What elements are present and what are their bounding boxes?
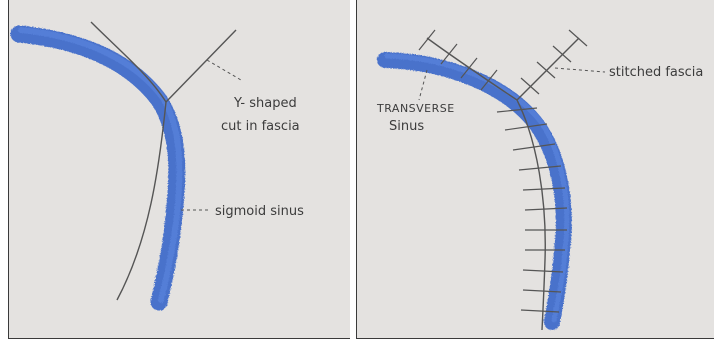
transverse-sigmoid-sinus-band <box>385 60 564 322</box>
left-drawing: Y- shaped cut in fascia sigmoid sinus <box>9 0 351 339</box>
stitched-fascia-label: stitched fascia <box>609 65 703 80</box>
y-cut-right-arm <box>166 30 236 102</box>
sigmoid-sinus-label: sigmoid sinus <box>215 204 304 219</box>
transverse-label-line2: Sinus <box>389 119 424 134</box>
sinus-band-texture <box>387 56 567 320</box>
right-drawing: TRANSVERSE Sinus stitched fascia <box>357 0 714 339</box>
stitched-leader-line <box>555 68 605 72</box>
transverse-label-line1: TRANSVERSE <box>376 102 455 115</box>
transverse-leader-line <box>419 70 427 100</box>
fascia-cut-label-line2: cut in fascia <box>221 119 300 134</box>
sinus-band-texture <box>21 30 179 300</box>
fascia-cut-label-line1: Y- shaped <box>233 96 297 111</box>
left-panel-y-cut: Y- shaped cut in fascia sigmoid sinus <box>8 0 350 339</box>
fascia-leader-line <box>207 60 241 80</box>
right-panel-stitched: TRANSVERSE Sinus stitched fascia <box>356 0 714 339</box>
transverse-sigmoid-sinus-band <box>19 34 177 302</box>
